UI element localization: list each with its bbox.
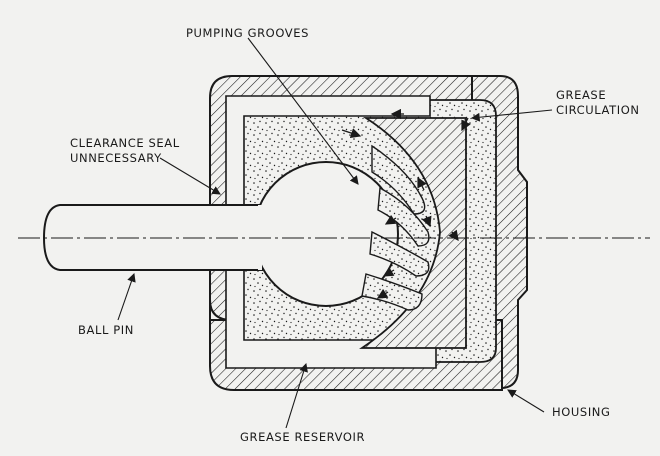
grease-reservoir-label: GREASE RESERVOIR [240,430,366,444]
clearance-seal-label: CLEARANCE SEAL UNNECESSARY [70,136,180,165]
leader-lines [117,37,553,429]
grease-circulation-label: GREASE CIRCULATION [556,88,640,117]
housing-label: HOUSING [552,405,611,419]
grease-flow-arrows [341,108,471,299]
pumping-grooves [361,144,430,311]
ball-pin-label: BALL PIN [78,323,134,337]
bearing-seat [359,117,467,349]
ball-pin [42,161,399,307]
pumping-grooves-label: PUMPING GROOVES [186,26,310,40]
